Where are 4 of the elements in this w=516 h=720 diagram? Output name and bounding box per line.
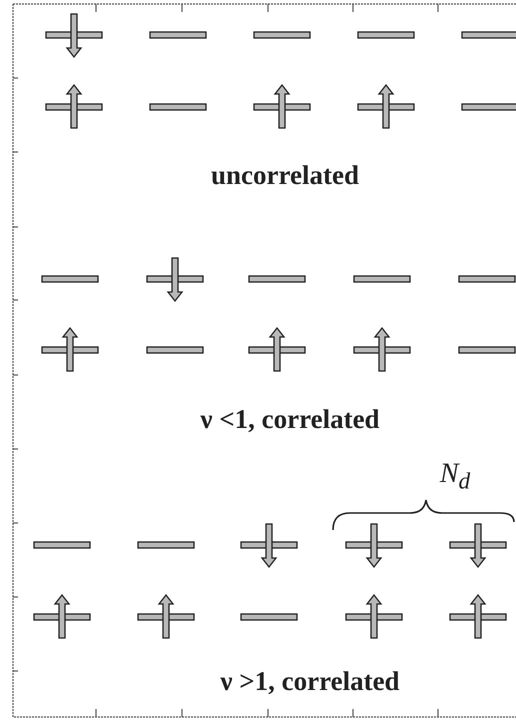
phase-label: uncorrelated [211,160,359,191]
bracket-label: N$_{d}$ [440,458,470,496]
phase-label: ν <1, correlated [200,404,380,435]
phase-label: ν >1, correlated [220,666,400,697]
